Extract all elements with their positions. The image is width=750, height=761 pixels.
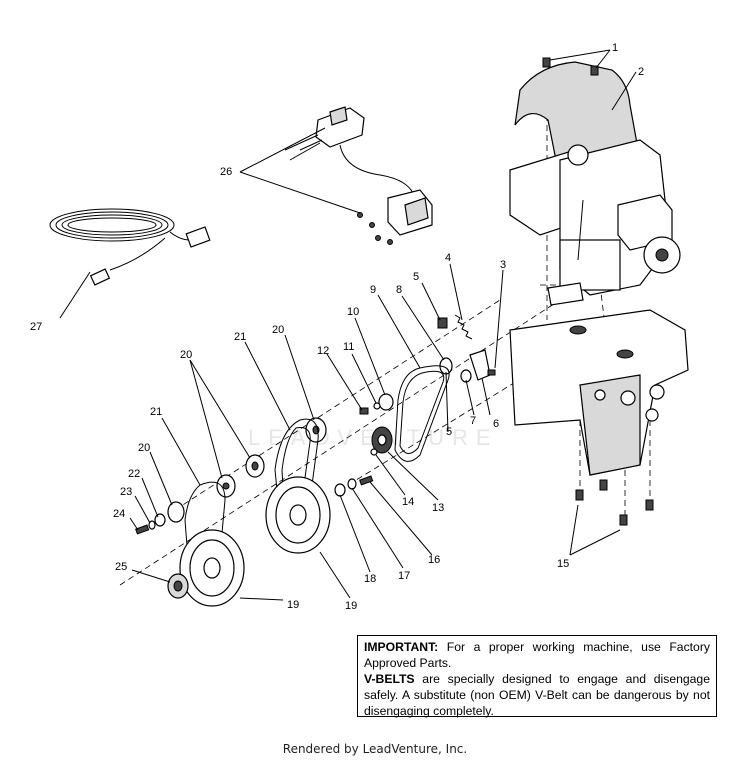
electric-starter: [284, 106, 433, 245]
vbelts-text: are specially designed to engage and dis…: [364, 672, 710, 718]
engine-assembly: [509, 61, 689, 476]
callout-1: 1: [612, 42, 618, 54]
callout-17: 17: [398, 570, 410, 582]
callout-11: 11: [343, 341, 354, 353]
callout-5-lower: 5: [446, 426, 452, 438]
callout-10: 10: [347, 306, 359, 318]
callout-4: 4: [445, 252, 451, 264]
callout-12: 12: [317, 345, 329, 357]
callout-20-b: 20: [180, 349, 192, 361]
callout-15: 15: [557, 558, 569, 570]
footer-credit: Rendered by LeadVenture, Inc.: [282, 742, 468, 756]
hardware-parts: [334, 314, 496, 497]
callout-6: 6: [493, 418, 499, 430]
callout-25: 25: [115, 561, 127, 573]
vbelts-label: V-BELTS: [364, 672, 415, 686]
leader-lines: [59, 49, 637, 601]
important-text: For a proper working machine, use Factor…: [364, 640, 710, 670]
callout-21-upper: 21: [234, 331, 246, 343]
exploded-parts-diagram: LEADVENTURE: [30, 42, 689, 612]
callout-2: 2: [638, 66, 644, 78]
extension-cord: [49, 208, 211, 286]
callout-14: 14: [402, 496, 414, 508]
callout-19-lower: 19: [287, 599, 299, 611]
callout-22: 22: [128, 468, 140, 480]
callout-8: 8: [396, 284, 402, 296]
callout-19-upper: 19: [345, 600, 357, 612]
callout-20-a: 20: [272, 324, 284, 336]
callout-23: 23: [120, 486, 132, 498]
callout-26: 26: [220, 166, 232, 178]
screws: [542, 57, 654, 526]
callout-labels: 1 2 3 4 5 5 7 6 8 9 10 11 12 13 14 15 16…: [30, 42, 644, 612]
callout-3: 3: [500, 259, 506, 271]
callout-16: 16: [428, 554, 440, 566]
callout-27: 27: [30, 321, 42, 333]
callout-21-lower: 21: [150, 406, 162, 418]
callout-20-c: 20: [138, 442, 150, 454]
callout-13: 13: [432, 502, 444, 514]
callout-7: 7: [470, 415, 476, 427]
callout-5-upper: 5: [413, 271, 419, 283]
callout-9: 9: [370, 284, 376, 296]
pulleys-and-belts: [135, 417, 331, 607]
callout-18: 18: [364, 573, 376, 585]
important-notice-box: IMPORTANT: For a proper working machine,…: [357, 635, 717, 718]
callout-24: 24: [113, 508, 125, 520]
important-label: IMPORTANT:: [364, 640, 439, 654]
